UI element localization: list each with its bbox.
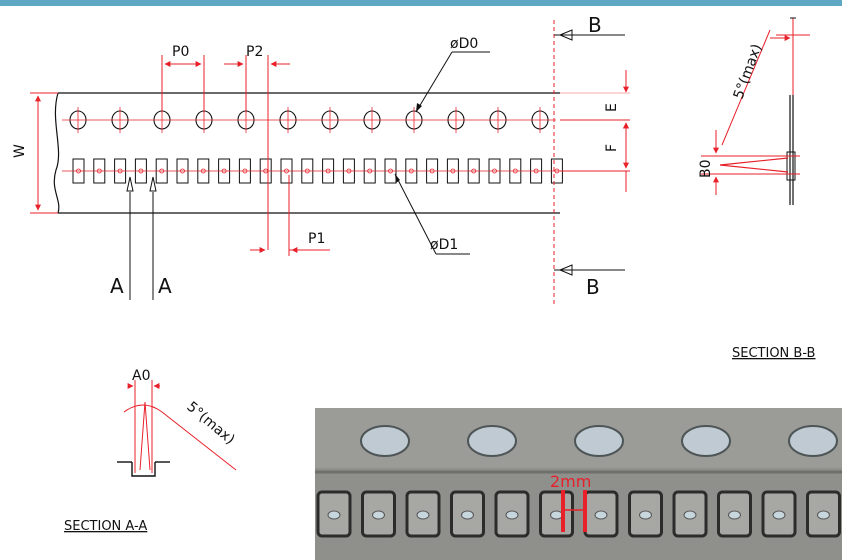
angle-bb-label: 5°(max) bbox=[731, 42, 766, 101]
photo-pocket bbox=[405, 490, 441, 538]
photo-pocket bbox=[583, 490, 619, 538]
w-dimension: W bbox=[12, 92, 58, 214]
b-top-label: B bbox=[588, 13, 602, 37]
e-label: E bbox=[604, 103, 620, 112]
p1-label: P1 bbox=[308, 231, 325, 247]
photo-pocket bbox=[450, 490, 485, 538]
p0-dimension: P0 bbox=[161, 44, 205, 113]
tape-body bbox=[53, 92, 560, 214]
d1-leader: øD1 bbox=[394, 173, 470, 255]
photo-pocket bbox=[672, 490, 708, 538]
top-accent-bar bbox=[0, 0, 842, 6]
d0-label: øD0 bbox=[450, 36, 478, 52]
p2-label: P2 bbox=[246, 44, 263, 60]
a-left-label: A bbox=[110, 274, 124, 298]
section-b-plane: B B bbox=[553, 13, 625, 305]
photo-sprocket-hole bbox=[360, 425, 410, 457]
e-f-dimensions: E F bbox=[560, 70, 630, 192]
photo-pocket bbox=[717, 490, 752, 538]
a-right-label: A bbox=[158, 274, 172, 298]
angle-aa-label: 5°(max) bbox=[183, 399, 237, 448]
a0-label: A0 bbox=[132, 368, 150, 384]
section-aa-title: SECTION A-A bbox=[64, 519, 147, 534]
photo-sprocket-hole bbox=[574, 425, 624, 457]
photo-sprocket-hole bbox=[681, 425, 731, 457]
photo-pocket bbox=[628, 490, 663, 538]
d0-leader: øD0 bbox=[415, 36, 490, 113]
photo-sprocket-hole bbox=[788, 425, 838, 457]
section-a-marks: A A bbox=[110, 176, 172, 300]
photo-pocket bbox=[761, 490, 797, 538]
photo-pocket bbox=[316, 490, 352, 538]
p1-dimension: P1 bbox=[250, 175, 330, 256]
p0-label: P0 bbox=[172, 44, 189, 60]
d1-label: øD1 bbox=[430, 237, 458, 253]
photo-pocket bbox=[494, 490, 530, 538]
section-bb-view: B0 5°(max) SECTION B-B bbox=[698, 17, 815, 361]
photo-measure-label: 2mm bbox=[550, 472, 591, 491]
photo-pocket bbox=[806, 490, 841, 538]
f-label: F bbox=[604, 144, 620, 152]
w-label: W bbox=[12, 144, 28, 158]
section-aa-view: A0 5°(max) SECTION A-A bbox=[64, 368, 238, 534]
photo-pocket bbox=[361, 490, 396, 538]
tape-photo: 2mm bbox=[315, 408, 842, 560]
b-bottom-label: B bbox=[586, 275, 600, 299]
photo-sprocket-hole bbox=[467, 425, 517, 457]
b0-label: B0 bbox=[698, 159, 714, 178]
section-bb-title: SECTION B-B bbox=[732, 346, 815, 361]
photo-pocket bbox=[539, 490, 574, 538]
p2-dimension: P2 bbox=[224, 44, 290, 250]
